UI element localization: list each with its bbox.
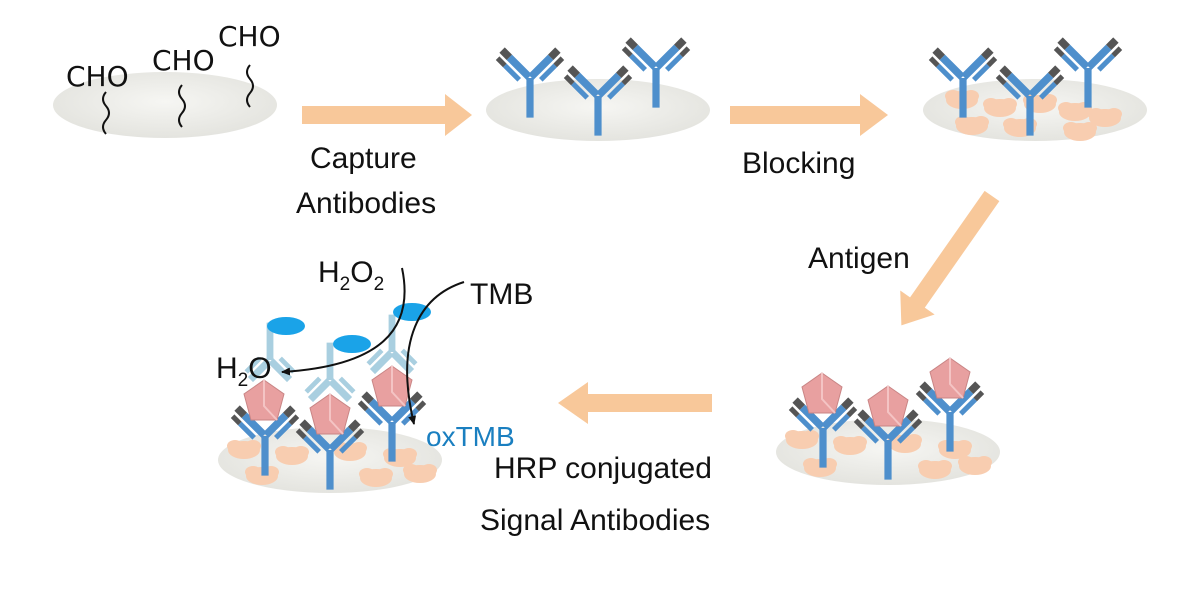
panel-capture-antibodies xyxy=(486,37,710,141)
h2o-label: H2O xyxy=(216,352,272,391)
tmb-to-oxtmb-arrow xyxy=(406,281,465,425)
oxtmb-label: oxTMB xyxy=(426,421,515,452)
hrp-ellipse-icon xyxy=(333,335,371,353)
capture-antibodies-label-line1: Capture xyxy=(310,142,417,175)
orange-arrow-icon xyxy=(558,382,712,424)
linker-squiggle xyxy=(178,84,186,128)
linker-squiggle xyxy=(102,91,110,135)
panel-hrp-detection xyxy=(218,303,442,493)
linker-squiggle xyxy=(246,64,254,108)
hrp-ellipse-icon xyxy=(267,317,305,335)
antigen-label: Antigen xyxy=(808,242,910,275)
antigen-pentagon-icon xyxy=(309,393,351,435)
panel-blocking xyxy=(923,37,1147,141)
cho-label: CHO xyxy=(218,20,281,53)
antigen-pentagon-icon xyxy=(867,385,909,427)
surface xyxy=(53,72,277,138)
antigen-pentagon-icon xyxy=(929,357,971,399)
orange-arrow-icon xyxy=(302,94,472,136)
panel-aldehyde-surface: CHO CHO CHO xyxy=(53,20,281,138)
cho-label: CHO xyxy=(66,60,129,93)
h2o2-to-h2o-arrow xyxy=(281,267,406,376)
tmb-label: TMB xyxy=(470,278,533,311)
antigen-pentagon-icon xyxy=(371,365,413,407)
panel-antigen-bound xyxy=(776,357,1000,485)
cho-label: CHO xyxy=(152,44,215,77)
capture-antibodies-label-line2: Antibodies xyxy=(296,187,436,220)
hrp-signal-label-line1: HRP conjugated xyxy=(494,452,712,485)
hrp-signal-label-line2: Signal Antibodies xyxy=(480,504,710,537)
orange-arrow-icon xyxy=(730,94,888,136)
antigen-pentagon-icon xyxy=(801,372,843,414)
blocking-label: Blocking xyxy=(742,147,855,180)
antigen-pentagon-icon xyxy=(243,379,285,421)
orange-arrow-icon xyxy=(900,190,1000,326)
h2o2-label: H2O2 xyxy=(318,256,384,295)
